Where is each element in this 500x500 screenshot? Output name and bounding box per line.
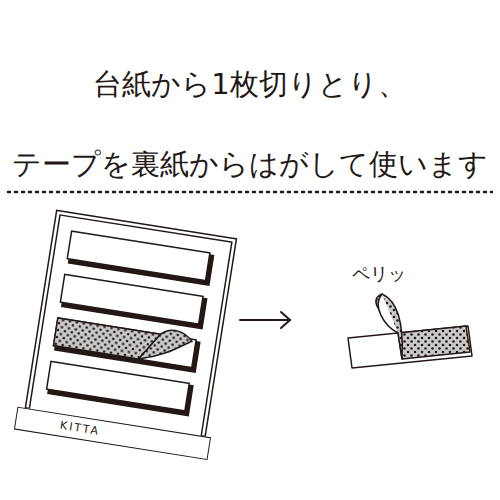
peeled-tape [348,294,472,368]
dotted-rule [8,191,492,194]
sound-label: ペリッ [352,262,406,286]
heading: 台紙から1枚切りとり、 テープを裏紙からはがして使います [5,44,495,204]
sheet [25,210,237,440]
arrow [240,312,290,328]
